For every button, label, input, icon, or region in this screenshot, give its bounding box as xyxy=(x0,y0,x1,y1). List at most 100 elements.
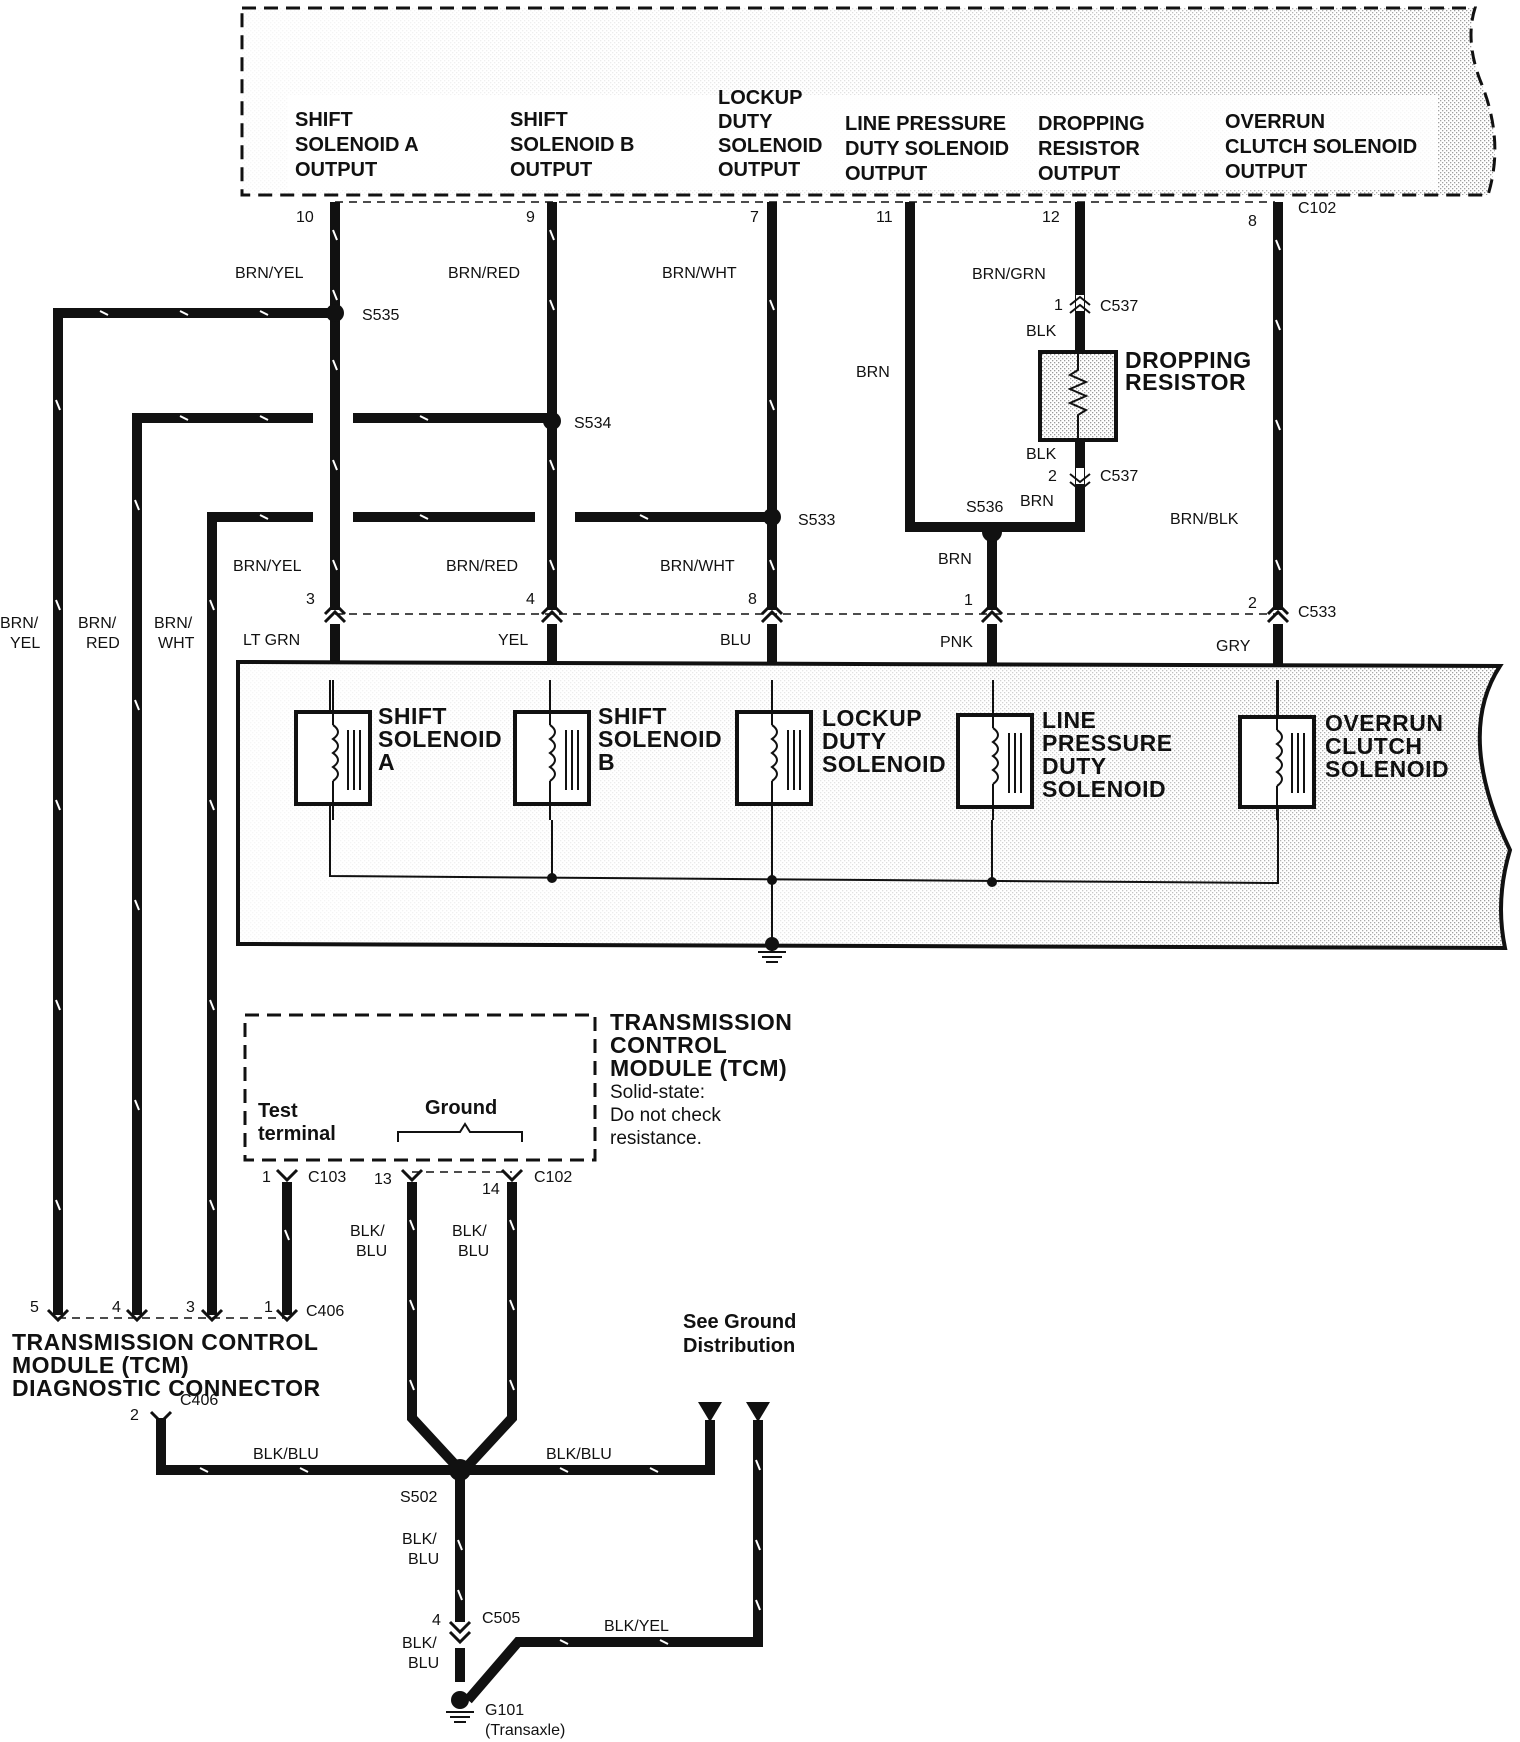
overrun-clutch-solenoid: OVERRUN CLUTCH SOLENOID xyxy=(1238,680,1449,820)
pin-number: 3 xyxy=(306,591,315,608)
solenoid-label: SOLENOID xyxy=(378,726,502,752)
tcm-output-labels: SHIFT SOLENOID A OUTPUT SHIFT SOLENOID B… xyxy=(295,87,1417,185)
output-label: SOLENOID B xyxy=(510,134,634,156)
wire-color: BRN xyxy=(1020,493,1054,510)
solenoid-label: PRESSURE xyxy=(1042,730,1173,756)
ground-flag-icon xyxy=(746,1402,770,1422)
output-label: SOLENOID A xyxy=(295,134,419,156)
splices-upper: S535 S534 S533 S536 xyxy=(326,304,1003,542)
ground-label: G101 xyxy=(485,1702,524,1719)
wire-color: BRN/ xyxy=(0,615,39,632)
pin-number: 9 xyxy=(526,209,535,226)
wire-color: BLK/BLU xyxy=(546,1446,612,1463)
wire-color: BLK/ xyxy=(402,1531,437,1548)
solenoid-label: SOLENOID xyxy=(1042,776,1166,802)
wire-brn-yel-diag xyxy=(53,308,335,1315)
solenoid-label: SHIFT xyxy=(378,703,447,729)
output-label: OUTPUT xyxy=(1225,161,1307,183)
solenoid-label: SOLENOID xyxy=(822,751,946,777)
solenoid-label: SHIFT xyxy=(598,703,667,729)
ground-ref-label: Distribution xyxy=(683,1335,795,1357)
solenoids: SHIFT SOLENOID A SHIFT SOLENOID B LOCKUP xyxy=(294,680,1449,820)
shift-solenoid-b: SHIFT SOLENOID B xyxy=(513,680,722,820)
output-label: DUTY SOLENOID xyxy=(845,138,1009,160)
wire-color: BRN xyxy=(938,551,972,568)
wire-color: BLU xyxy=(356,1243,387,1260)
resistor-symbol xyxy=(1067,352,1089,440)
c102-pins: 10 9 7 11 12 8 C102 xyxy=(296,200,1336,230)
wire-color: GRY xyxy=(1216,638,1251,655)
wire-color: YEL xyxy=(10,635,40,652)
wires-lower: S502 xyxy=(156,1182,763,1704)
output-label: OVERRUN xyxy=(1225,111,1325,133)
pin-number: 14 xyxy=(482,1181,500,1198)
wire-color: BRN/YEL xyxy=(235,265,304,282)
diag-connector-label: MODULE (TCM) xyxy=(12,1352,189,1378)
dropping-resistor: 1 C537 DROPPING RESISTOR 2 C537 xyxy=(1038,295,1251,492)
pin-number: 10 xyxy=(296,209,314,226)
pin-number: 2 xyxy=(1048,468,1057,485)
solenoid-label: LINE xyxy=(1042,707,1096,733)
solenoid-label: A xyxy=(378,749,395,775)
pin-number: 1 xyxy=(1054,297,1063,314)
wire-color: BRN/RED xyxy=(446,558,518,575)
output-label: RESISTOR xyxy=(1038,138,1140,160)
tcm-output-box xyxy=(240,6,1497,197)
output-label: LOCKUP xyxy=(718,87,802,109)
ground-label: Ground xyxy=(425,1097,497,1119)
shift-solenoid-a: SHIFT SOLENOID A xyxy=(294,680,502,820)
ground-distribution-ref: See Ground Distribution xyxy=(683,1311,796,1422)
solenoid-label: SOLENOID xyxy=(1325,756,1449,782)
pin-number: 2 xyxy=(130,1407,139,1424)
wire-color: WHT xyxy=(158,635,195,652)
ground-icon xyxy=(446,1711,474,1723)
pin-number: 13 xyxy=(374,1171,392,1188)
wire-brn-red-diag xyxy=(132,413,552,1315)
wire-color: BRN/YEL xyxy=(233,558,302,575)
ground-ref-label: See Ground xyxy=(683,1311,796,1333)
wire-color: YEL xyxy=(498,632,528,649)
wire-color: BLK/ xyxy=(452,1223,487,1240)
splice-dot xyxy=(982,522,1002,542)
output-label: SHIFT xyxy=(295,109,353,131)
splice-dot xyxy=(763,508,781,526)
splice-label: S534 xyxy=(574,415,611,432)
wire-color: RED xyxy=(86,635,120,652)
ground-g101: 4 C505 G101 (Transaxle) xyxy=(432,1610,565,1739)
tcm-note: resistance. xyxy=(610,1128,702,1149)
wire-brn-wht-diag xyxy=(207,512,772,1315)
pin-number: 1 xyxy=(964,592,973,609)
connector-label: C406 xyxy=(306,1303,344,1320)
wire-color: BRN/GRN xyxy=(972,266,1046,283)
output-label: SHIFT xyxy=(510,109,568,131)
pin-number: 7 xyxy=(750,209,759,226)
connector-label: C533 xyxy=(1298,604,1336,621)
line-pressure-duty-solenoid: LINE PRESSURE DUTY SOLENOID xyxy=(956,680,1173,820)
pin-number: 8 xyxy=(1248,213,1257,230)
splice-dot xyxy=(543,412,561,430)
test-terminal-label: Test xyxy=(258,1100,298,1122)
splice-label: S502 xyxy=(400,1489,437,1506)
wire-color: BRN/WHT xyxy=(662,265,737,282)
wire-color: BLK/YEL xyxy=(604,1618,669,1635)
output-label: CLUTCH SOLENOID xyxy=(1225,136,1417,158)
output-label: OUTPUT xyxy=(718,159,800,181)
output-label: DROPPING xyxy=(1038,113,1145,135)
pin-number: 4 xyxy=(526,591,535,608)
wire-color: LT GRN xyxy=(243,632,300,649)
tcm-title: MODULE (TCM) xyxy=(610,1055,787,1081)
connector-label: C537 xyxy=(1100,298,1138,315)
splice-dot xyxy=(449,1459,471,1481)
splice-label: S536 xyxy=(966,499,1003,516)
diag-connector-label: TRANSMISSION CONTROL xyxy=(12,1329,318,1355)
output-label: SOLENOID xyxy=(718,135,822,157)
pin-number: 12 xyxy=(1042,209,1060,226)
diag-connector-label: DIAGNOSTIC CONNECTOR xyxy=(12,1375,321,1401)
wire-labels-upper: BRN/YEL BRN/RED BRN/WHT BRN BRN/GRN BLK … xyxy=(233,265,1239,575)
connector-label: C406 xyxy=(180,1392,218,1409)
wire-color: BLK xyxy=(1026,323,1057,340)
diagnostic-connector: 5 4 3 1 C406 2 C406 TRANSMISSION CONTROL… xyxy=(12,1299,344,1425)
pin-number: 2 xyxy=(1248,595,1257,612)
splice-dot xyxy=(326,304,344,322)
